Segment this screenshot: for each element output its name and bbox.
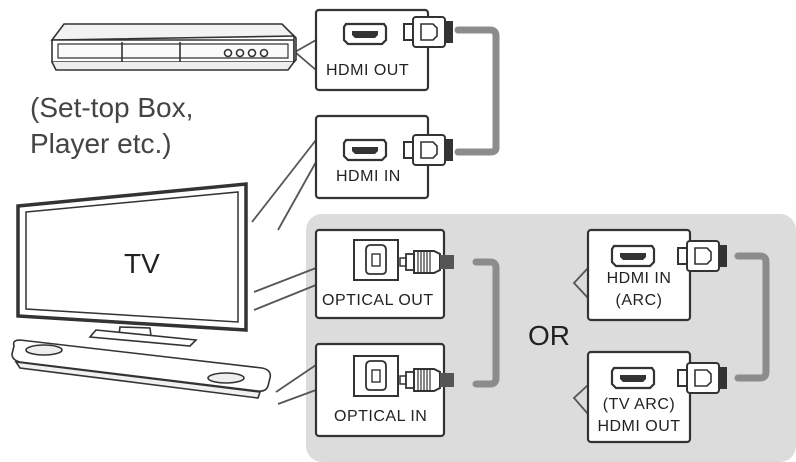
hdmi-in-arc-line2: (ARC) (615, 292, 663, 309)
hdmi-port-icon (342, 138, 388, 162)
cables (454, 26, 770, 388)
hdmi-port-icon (610, 244, 656, 268)
or-label: OR (528, 320, 570, 351)
hdmi-port-icon (342, 22, 388, 46)
optical-out-label: OPTICAL OUT (322, 292, 434, 309)
hdmi-in-arc-line1: HDMI IN (606, 270, 672, 287)
hdmi-port-icon (610, 366, 656, 390)
tv-arc-line2: HDMI OUT (597, 418, 681, 435)
tv-arc-line1: (TV ARC) (602, 396, 676, 413)
set-top-box-icon (50, 23, 297, 71)
optical-port-icon (353, 239, 399, 281)
hdmi-out-label: HDMI OUT (326, 62, 410, 79)
optical-port-icon (353, 355, 399, 397)
optical-in-label: OPTICAL IN (334, 408, 428, 425)
tv-icon (16, 182, 248, 347)
hdmi-in-label: HDMI IN (336, 168, 401, 185)
settop-caption-line1: (Set-top Box, (30, 92, 194, 123)
soundbar-icon (11, 339, 272, 399)
tv-label: TV (124, 248, 160, 279)
settop-caption-line2: Player etc.) (30, 128, 172, 159)
